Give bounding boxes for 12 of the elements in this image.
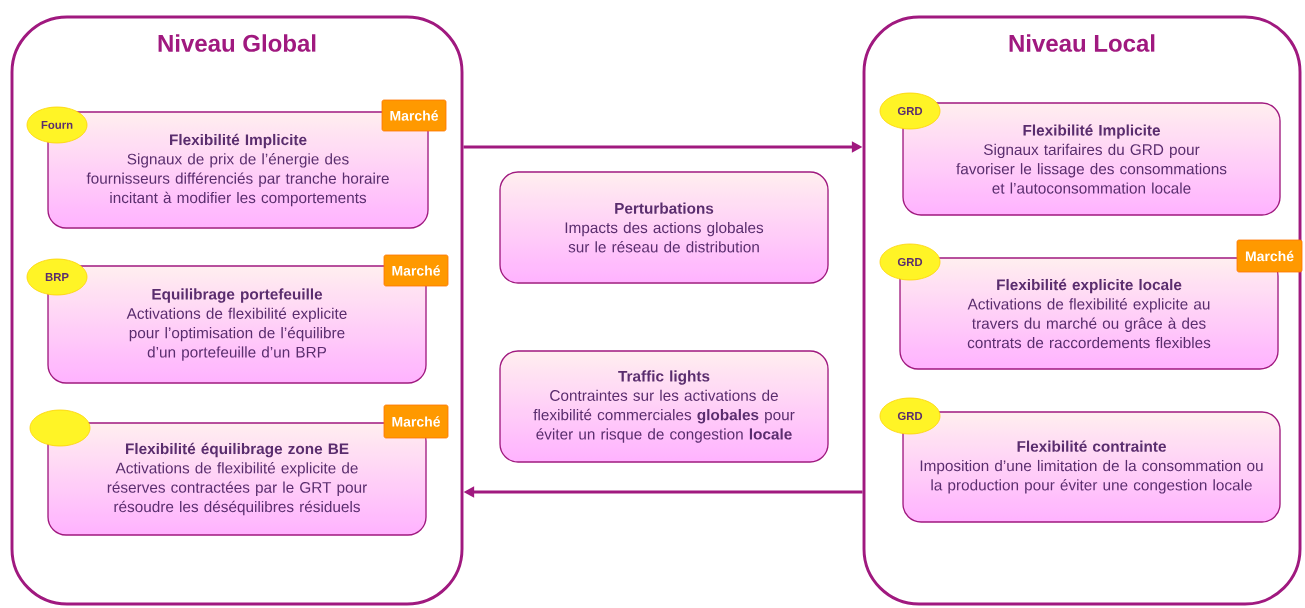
actor-badge <box>29 409 91 447</box>
actor-badge: GRD <box>879 397 941 435</box>
market-tag: Marché <box>381 99 447 132</box>
actor-badge: GRD <box>879 243 941 281</box>
actor-badge: Fourn <box>26 106 88 144</box>
market-tag: Marché <box>1236 239 1303 273</box>
actor-badge: GRD <box>879 92 941 130</box>
flexibility-box: Traffic lights Contraintes sur les activations de flexibilité commerciales globales pour éviter un risque de congestion locale <box>499 350 829 463</box>
flexibility-box: Perturbations Impacts des actions globales sur le réseau de distribution <box>499 171 829 284</box>
actor-badge: BRP <box>26 258 88 296</box>
market-tag: Marché <box>383 404 449 439</box>
market-tag: Marché <box>383 254 449 287</box>
